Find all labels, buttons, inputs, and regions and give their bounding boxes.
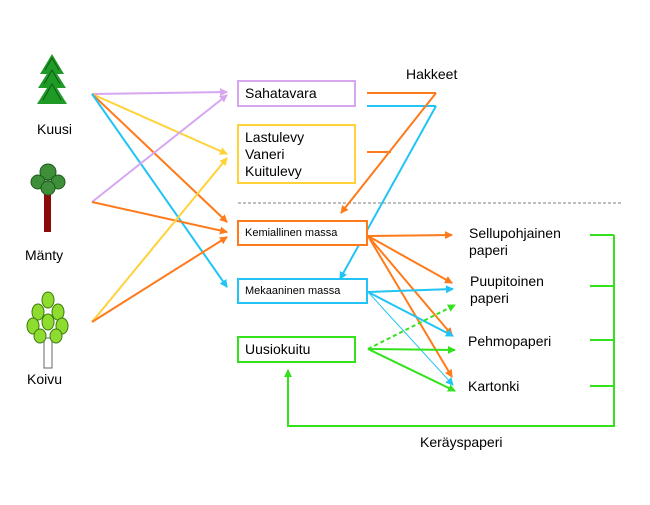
box-levyt: Lastulevy Vaneri Kuitulevy: [237, 124, 356, 184]
tree-label-koivu: Koivu: [27, 371, 63, 387]
kemiallinen-to-puupitoinen: [367, 235, 453, 284]
box-levyt-label-0: Lastulevy: [245, 129, 305, 145]
uusiokuitu-to-pehmo: [367, 345, 456, 354]
mekaaninen-to-pehmo: [367, 291, 454, 337]
recycling-loop: [284, 234, 615, 427]
tree-label-kuusi: Kuusi: [37, 121, 73, 137]
arrow-kuusi-mekaaninen: [91, 93, 228, 288]
kemiallinen-to-kartonki: [367, 235, 453, 378]
paper-puupitoinen: Puupitoinen paperi: [470, 273, 544, 307]
birch-icon: [26, 291, 69, 369]
label-hakkeet: Hakkeet: [406, 66, 458, 82]
box-uusiokuitu: Uusiokuitu: [237, 336, 356, 363]
hakkeet-arrow-mekaaninen: [339, 105, 437, 280]
box-levyt-label-2: Kuitulevy: [245, 163, 302, 179]
mekaaninen-to-kartonki: [367, 291, 454, 386]
label-kerayspaperi: Keräyspaperi: [420, 434, 503, 450]
paper-sellupohjainen-line-1: paperi: [469, 242, 508, 258]
box-sahatavara: Sahatavara: [237, 80, 356, 107]
arrow-kuusi-sahatavara: [91, 88, 228, 97]
arrow-kuusi-kemiallinen: [91, 93, 228, 223]
box-kemiallinen-label: Kemiallinen massa: [245, 227, 338, 239]
arrow-koivu-levyt: [91, 157, 228, 323]
paper-sellupohjainen: Sellupohjainen paperi: [469, 225, 561, 259]
spruce-icon: [37, 54, 67, 104]
paper-puupitoinen-line-0: Puupitoinen: [470, 273, 544, 289]
arrow-koivu-kemiallinen: [91, 236, 228, 323]
pine-icon: [30, 163, 66, 232]
box-uusiokuitu-label: Uusiokuitu: [245, 341, 311, 357]
mekaaninen-to-puupitoinen: [367, 285, 454, 294]
box-levyt-label-1: Vaneri: [245, 146, 285, 162]
hakkeet-arrow-kemiallinen: [340, 92, 437, 214]
paper-puupitoinen-line-1: paperi: [470, 290, 509, 306]
paper-kartonki: Kartonki: [468, 378, 520, 394]
arrow-manty-sahatavara: [91, 94, 228, 203]
arrow-manty-kemiallinen: [91, 201, 228, 235]
uusiokuitu-to-puupitoinen: [367, 304, 456, 350]
box-kemiallinen-massa: Kemiallinen massa: [237, 220, 368, 246]
uusiokuitu-to-kartonki: [367, 348, 456, 392]
tree-label-manty: Mänty: [25, 247, 64, 263]
kemiallinen-to-sellu: [367, 231, 453, 240]
box-sahatavara-label: Sahatavara: [245, 85, 317, 101]
paper-sellupohjainen-line-0: Sellupohjainen: [469, 225, 561, 241]
kemiallinen-to-pehmo: [367, 235, 453, 336]
arrow-kuusi-levyt: [91, 93, 228, 155]
box-mekaaninen-label: Mekaaninen massa: [245, 285, 341, 297]
paper-pehmopaperi: Pehmopaperi: [468, 333, 552, 349]
box-mekaaninen-massa: Mekaaninen massa: [237, 278, 368, 304]
